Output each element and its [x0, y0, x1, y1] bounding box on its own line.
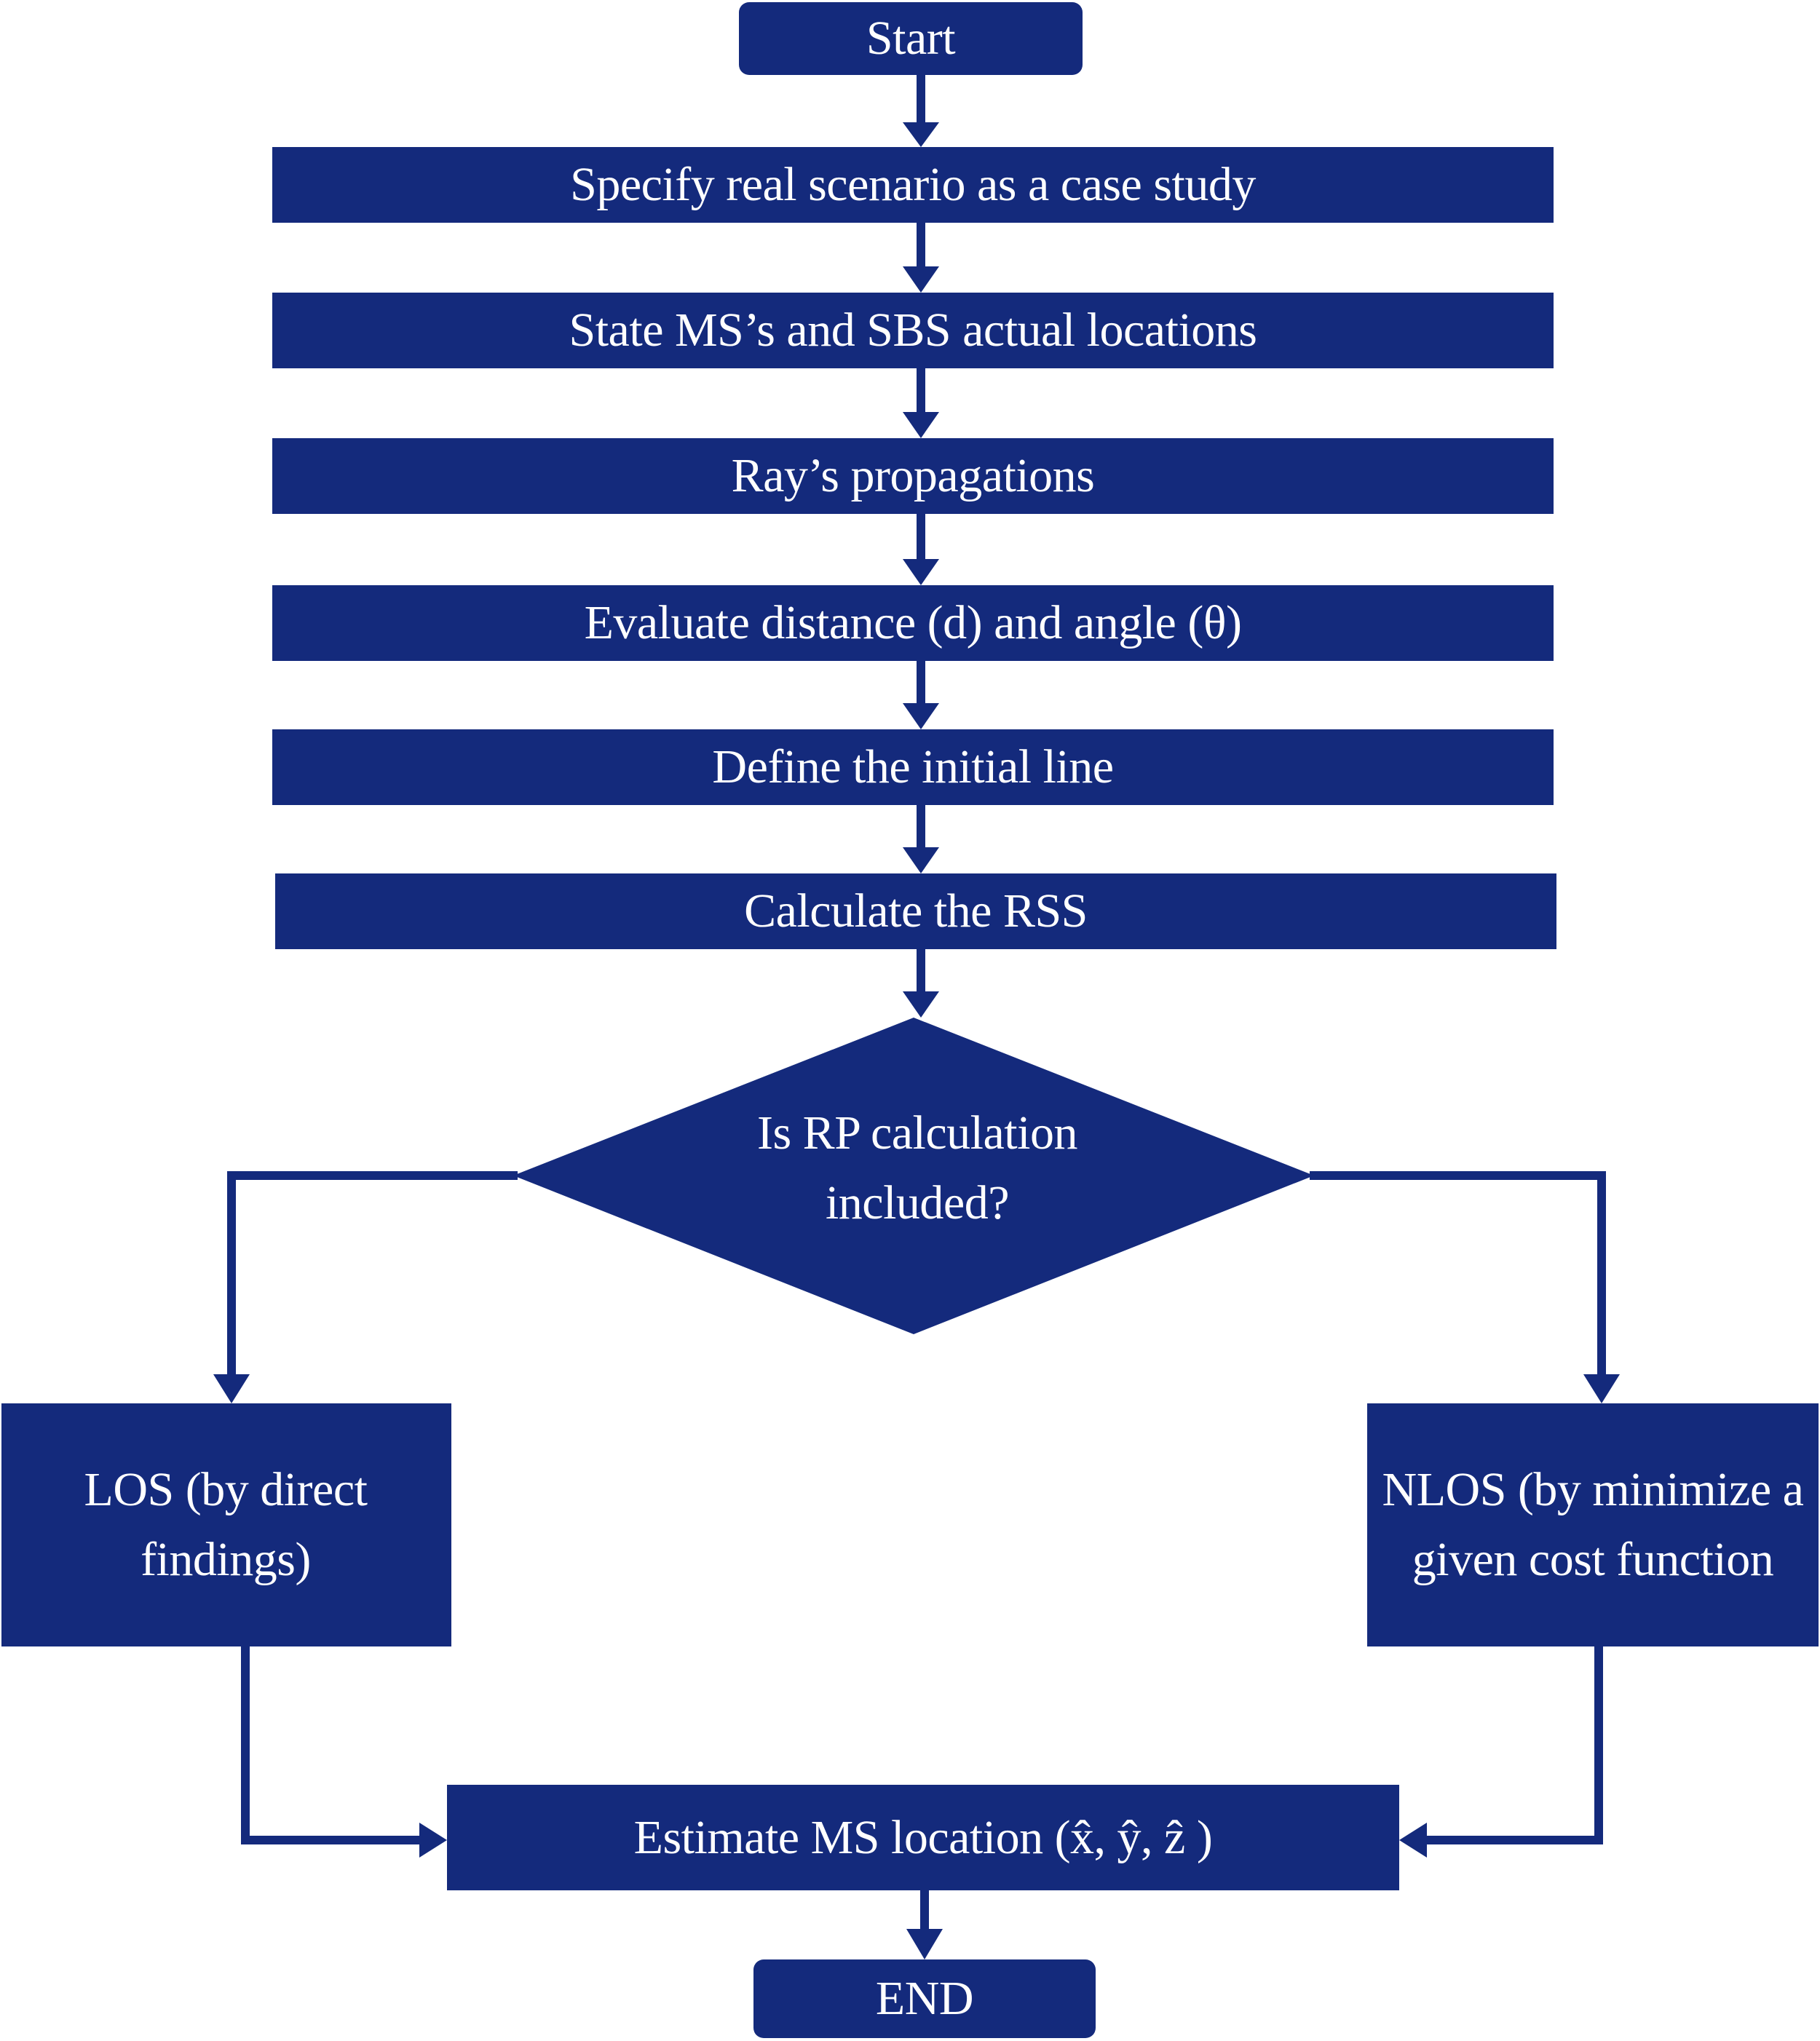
end-label: END	[875, 1972, 974, 2026]
arrowhead	[903, 266, 939, 293]
arrowhead	[903, 703, 939, 729]
decision-label: Is RP calculation included?	[757, 1106, 1077, 1229]
step-specify-label: Specify real scenario as a case study	[570, 158, 1256, 212]
end-terminal	[753, 1959, 1096, 2038]
arrow-nlos-to-estimate	[1421, 1642, 1603, 1844]
arrow-decision-to-nlos	[1310, 1171, 1606, 1380]
step-define-box	[272, 729, 1554, 805]
decision-diamond	[513, 1018, 1314, 1334]
start-terminal	[739, 2, 1083, 75]
nlos-box	[1367, 1403, 1819, 1646]
arrowhead	[1399, 1823, 1427, 1858]
step-state-box	[272, 293, 1554, 368]
arrow-decision-to-los	[227, 1171, 518, 1380]
step-define-label: Define the initial line	[712, 740, 1114, 794]
estimate-box	[447, 1785, 1399, 1890]
step-rays-label: Ray’s propagations	[731, 449, 1095, 503]
arrow-los-to-estimate	[241, 1642, 425, 1844]
step-specify-box	[272, 147, 1554, 223]
arrowhead	[1583, 1374, 1620, 1403]
arrowhead	[903, 991, 939, 1018]
arrowhead	[903, 122, 939, 147]
start-label: Start	[866, 12, 956, 66]
arrowhead	[903, 412, 939, 438]
step-rss-label: Calculate the RSS	[744, 884, 1088, 938]
nlos-label: NLOS (by minimize a given cost function	[1382, 1463, 1804, 1586]
arrowhead	[419, 1823, 447, 1858]
step-estimate-label: Estimate MS location (x̂, ŷ, ẑ )	[633, 1810, 1213, 1864]
arrowhead	[213, 1374, 250, 1403]
step-rss-box	[275, 873, 1556, 949]
step-evaluate-label: Evaluate distance (d) and angle (θ)	[584, 596, 1242, 650]
arrowhead	[903, 559, 939, 585]
arrowhead	[906, 1929, 943, 1959]
step-rays-box	[272, 438, 1554, 514]
connectors	[213, 71, 1620, 1959]
step-state-label: State MS’s and SBS actual locations	[569, 304, 1257, 357]
los-label: LOS (by direct findings)	[84, 1463, 368, 1586]
los-box	[1, 1403, 451, 1646]
arrowhead	[903, 847, 939, 873]
step-evaluate-box	[272, 585, 1554, 661]
